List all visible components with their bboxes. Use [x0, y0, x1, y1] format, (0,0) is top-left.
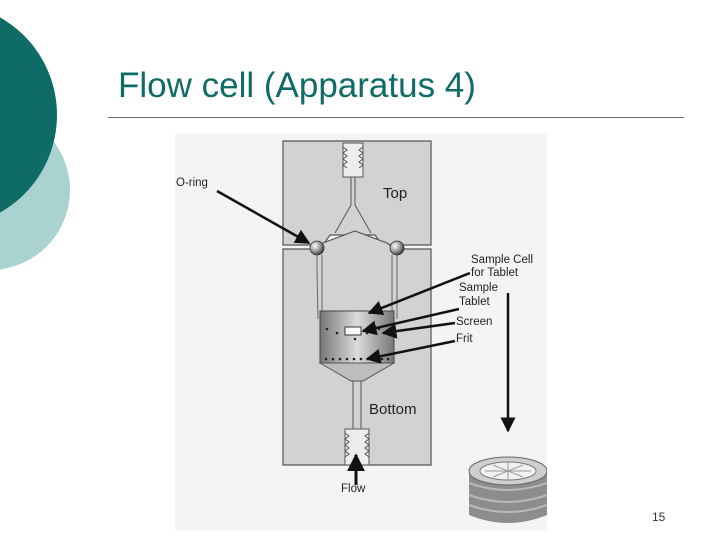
- bottom-label: Bottom: [369, 401, 417, 418]
- side-channels: [316, 255, 398, 320]
- top-label: Top: [383, 185, 408, 202]
- sample-tablet: [344, 326, 362, 336]
- top-block: [282, 140, 432, 246]
- frit-label: Frit: [456, 333, 473, 345]
- sample-tablet-label-line1: Sample: [459, 282, 498, 294]
- dark-teal-circle: [0, 17, 57, 213]
- slide-title: Flow cell (Apparatus 4): [118, 66, 476, 105]
- o-ring-left: [309, 240, 325, 256]
- arrow-sample-tablet: [361, 307, 460, 336]
- sample-cell-label-line1: Sample Cell: [471, 254, 533, 266]
- arrow-o-ring: [216, 189, 311, 245]
- sample-cell-photo: [468, 456, 547, 523]
- top-channel: [334, 177, 372, 234]
- o-ring-right: [389, 240, 405, 256]
- flow-label: Flow: [341, 483, 366, 495]
- arrow-frit: [365, 339, 456, 364]
- bottom-channel: [352, 381, 362, 429]
- top-thread: [342, 142, 364, 178]
- screen-label: Screen: [456, 316, 493, 328]
- sample-cell-label-line2: for Tablet: [471, 267, 519, 279]
- flow-cell-diagram: O-ring Top Sample Cell for Tablet Sample…: [175, 133, 547, 531]
- title-divider: [108, 117, 684, 118]
- page-number: 15: [652, 510, 666, 524]
- o-ring-label: O-ring: [176, 177, 208, 189]
- arrow-sample-cell: [367, 271, 471, 316]
- decorative-circles: [0, 17, 70, 270]
- sample-tablet-label-line2: Tablet: [459, 296, 490, 308]
- diagram-drawing: [216, 140, 547, 523]
- arrow-screen: [381, 321, 456, 339]
